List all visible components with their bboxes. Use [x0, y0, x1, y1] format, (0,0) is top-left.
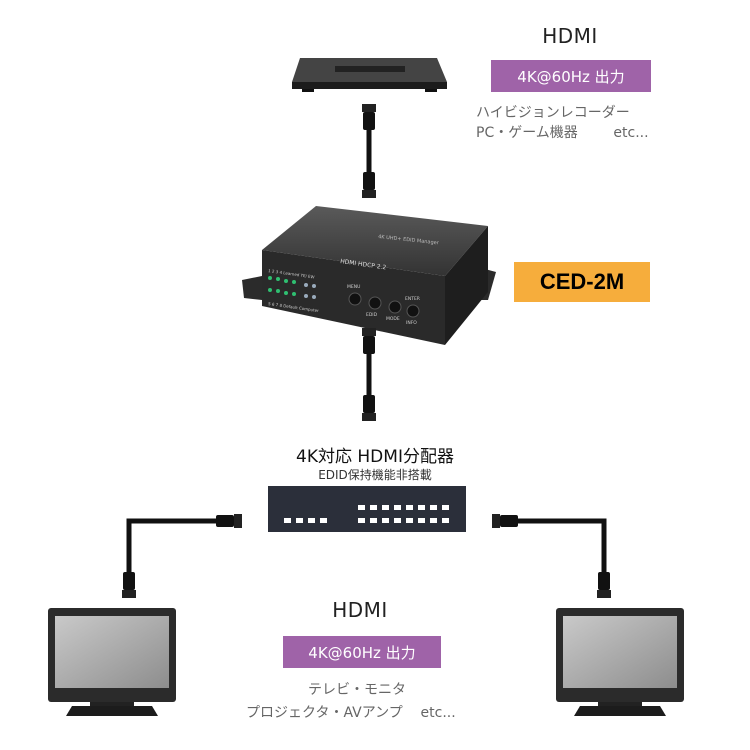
source-line-1: ハイビジョンレコーダー [476, 105, 630, 121]
ced2m-device: 4K UHD+ EDID Manager HDMI HDCP 2.2 1 2 3… [242, 206, 496, 345]
ced2m-btn-edid: EDID [366, 312, 378, 318]
source-line-2: PC・ゲーム機器 etc... [476, 125, 649, 141]
tv-right [556, 608, 684, 716]
splitter-device [268, 486, 466, 532]
model-label: CED-2M [514, 262, 650, 302]
output-line-2: プロジェクタ・AVアンプ etc... [246, 705, 456, 721]
hdmi-cable-top [362, 104, 376, 198]
ced2m-btn-info: INFO [406, 320, 417, 326]
ced2m-btn-enter: ENTER [405, 296, 420, 302]
ced2m-panel-label-1: 1 2 3 4 Learned YE/ EW [268, 268, 315, 279]
splitter-title: 4K対応 HDMI分配器 [296, 447, 454, 467]
hdmi-cable-right [492, 514, 611, 598]
source-4k-badge: 4K@60Hz 出力 [491, 60, 651, 92]
output-line-1: テレビ・モニタ [308, 682, 406, 698]
tv-left [48, 608, 176, 716]
splitter-subtitle: EDID保持機能非搭載 [318, 468, 432, 482]
output-hdmi-title: HDMI [332, 598, 388, 622]
hdmi-cable-middle [362, 328, 376, 421]
hdmi-cable-left [122, 514, 242, 598]
ced2m-buttons [348, 292, 420, 318]
source-hdmi-title: HDMI [542, 24, 598, 48]
ced2m-btn-mode: MODE [386, 316, 400, 322]
ced2m-btn-menu: MENU [347, 284, 360, 290]
output-4k-badge: 4K@60Hz 出力 [283, 636, 441, 668]
recorder-device [292, 58, 447, 92]
